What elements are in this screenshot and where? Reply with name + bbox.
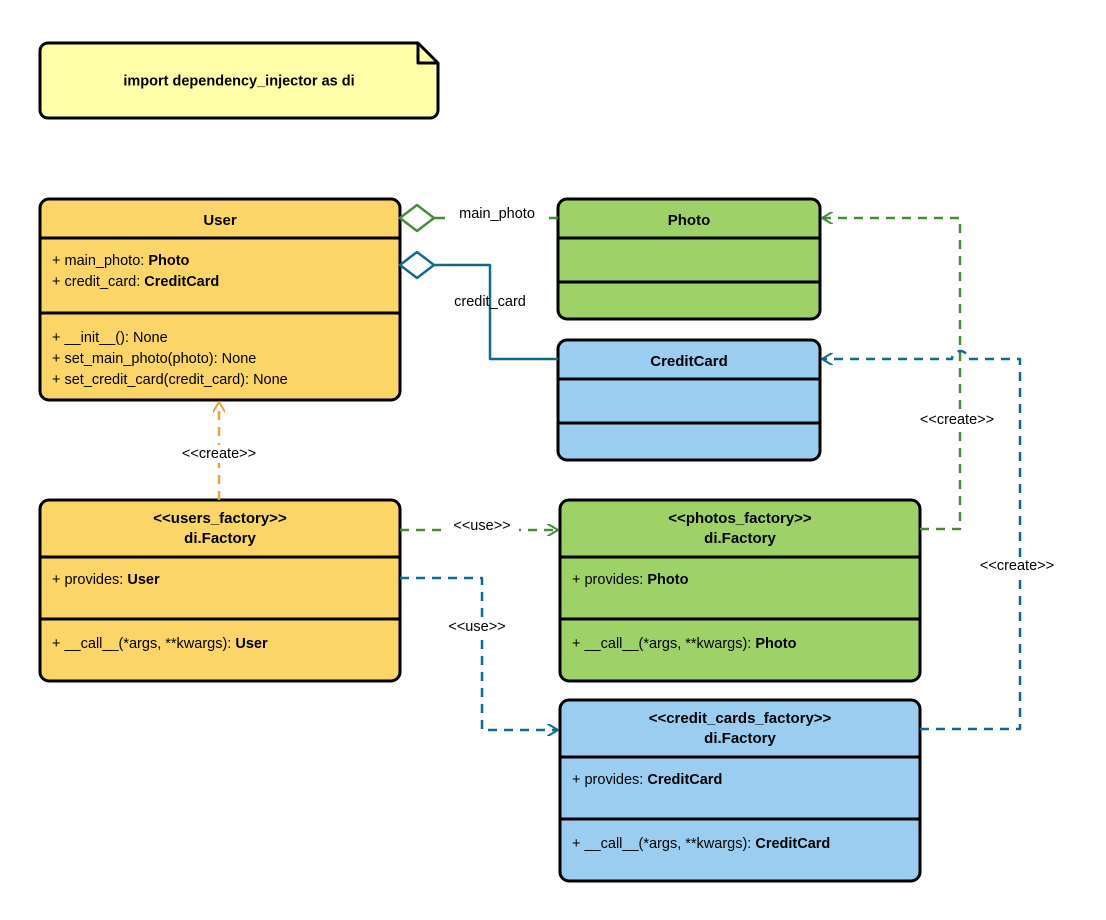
relation-user-creditcard-aggregation[interactable]: [398, 250, 558, 361]
class-box-users_factory[interactable]: <<users_factory>> di.Factory + provides: U…: [38, 498, 402, 683]
class-name-credit_cards_factory: di.Factory: [704, 730, 776, 747]
class-method-row: + __call__(*args, **kwargs): User: [52, 636, 268, 652]
class-box-background-user: [38, 197, 402, 402]
class-attribute-row: + provides: CreditCard: [572, 772, 722, 788]
class-stereotype-credit_cards_factory: <<credit_cards_factory>>: [649, 710, 832, 727]
class-stereotype-users_factory: <<users_factory>>: [153, 510, 287, 527]
edge-label-use_cards: <<use>>: [448, 619, 505, 635]
relation-photosfactory-photo-create[interactable]: [822, 218, 962, 531]
class-box-creditcard[interactable]: CreditCard: [556, 338, 822, 462]
class-method-row: + __call__(*args, **kwargs): CreditCard: [572, 836, 830, 852]
class-name-creditcard: CreditCard: [650, 353, 728, 370]
edge-label-create_photo: <<create>>: [920, 412, 994, 428]
class-attribute-row: + provides: User: [52, 572, 160, 588]
class-box-background-photo: [556, 197, 822, 321]
relation-line-credit-card: [434, 263, 558, 361]
edge-label-create_user: <<create>>: [182, 446, 256, 462]
edge-label-main_photo: main_photo: [459, 206, 535, 222]
relation-line-use-credit-cards: [400, 576, 558, 730]
class-box-user[interactable]: User + main_photo: Photo + credit_card: Cr…: [38, 197, 402, 402]
note-fold-corner: [416, 43, 438, 65]
edge-label-bg-use_photos: [445, 517, 519, 535]
note-body: [38, 41, 440, 120]
class-box-background-photos_factory: [558, 498, 922, 683]
class-box-photo[interactable]: Photo: [556, 197, 822, 321]
class-method-row: + set_credit_card(credit_card): None: [52, 372, 288, 388]
class-attribute-row: + credit_card: CreditCard: [52, 274, 219, 290]
class-name-photo: Photo: [668, 212, 711, 229]
class-box-credit_cards_factory[interactable]: <<credit_cards_factory>> di.Factory + prov…: [558, 698, 922, 883]
relation-creditcardsfactory-creditcard-create[interactable]: [822, 349, 1022, 731]
note-text: import dependency_injector as di: [123, 74, 354, 90]
class-name-users_factory: di.Factory: [184, 530, 256, 547]
class-box-background-users_factory: [38, 498, 402, 683]
aggregation-diamond-main-photo: [398, 203, 436, 233]
edge-label-use_photos: <<use>>: [453, 518, 510, 534]
class-name-photos_factory: di.Factory: [704, 530, 776, 547]
class-attribute-row: + provides: Photo: [572, 572, 689, 588]
class-attribute-row: + main_photo: Photo: [52, 253, 190, 269]
class-stereotype-photos_factory: <<photos_factory>>: [668, 510, 812, 527]
class-name-user: User: [203, 212, 237, 229]
edge-label-create_card: <<create>>: [980, 558, 1054, 574]
class-box-background-creditcard: [556, 338, 822, 462]
note-import-dependency-injector: import dependency_injector as di: [38, 41, 440, 120]
relation-usersfactory-creditcardsfactory-use[interactable]: [400, 576, 558, 730]
edge-label-bg-create_user: [169, 445, 269, 463]
edge-label-credit_card: credit_card: [454, 294, 526, 310]
class-method-row: + __call__(*args, **kwargs): Photo: [572, 636, 797, 652]
relation-line-create-photo: [822, 218, 962, 531]
edge-label-bg-use_cards: [440, 618, 514, 636]
edge-label-bg-create_photo: [907, 411, 1007, 429]
class-method-row: + __init__(): None: [52, 330, 168, 346]
aggregation-diamond-credit-card: [398, 250, 436, 280]
class-box-background-credit_cards_factory: [558, 698, 922, 883]
class-box-photos_factory[interactable]: <<photos_factory>> di.Factory + provides: …: [558, 498, 922, 683]
relation-line-create-credit-card: [822, 349, 1022, 731]
edge-label-bg-create_card: [967, 557, 1067, 575]
class-method-row: + set_main_photo(photo): None: [52, 351, 256, 367]
edge-label-bg-main_photo: [445, 205, 549, 223]
